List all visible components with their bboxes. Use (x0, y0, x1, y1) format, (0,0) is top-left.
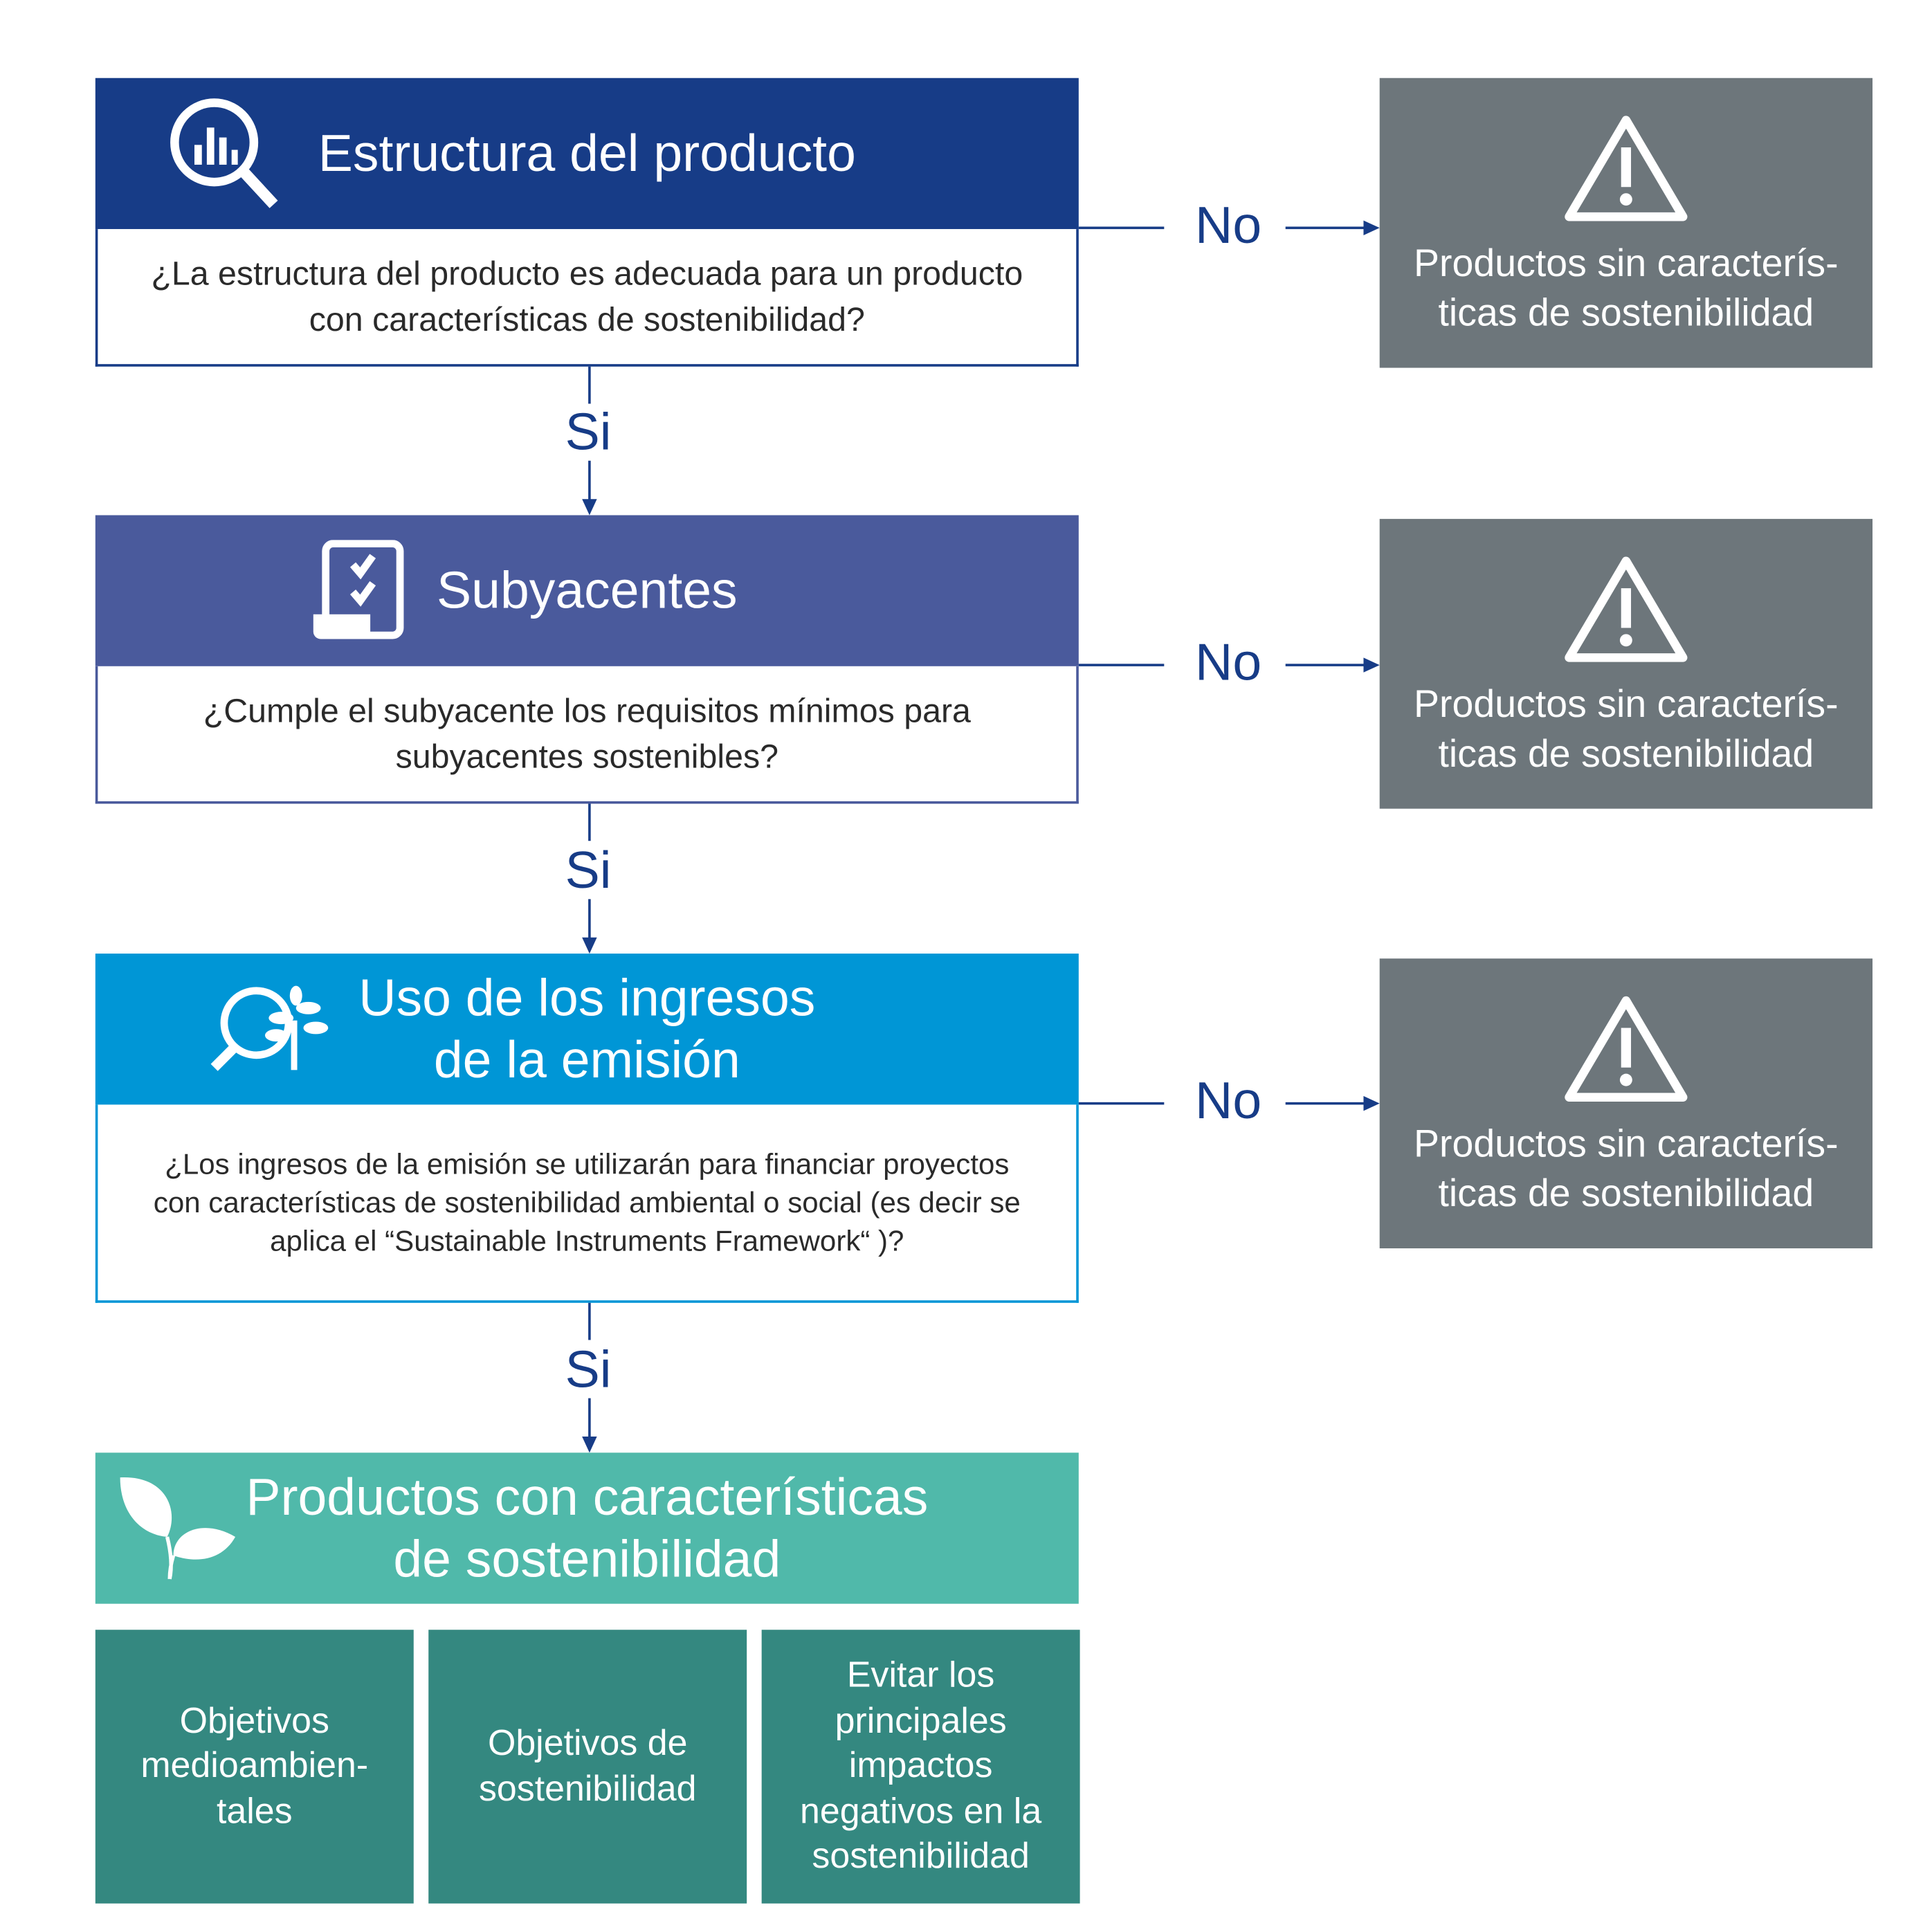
no-connector-2 (1078, 664, 1165, 666)
positive-outcome-title: Productos con características de sosteni… (246, 1467, 929, 1588)
negative-outcome-text: Productos sin caracterís- ticas de soste… (1414, 1122, 1839, 1215)
arrowhead-icon (1363, 1095, 1380, 1111)
arrowhead-icon (582, 937, 597, 954)
negative-outcome-3: Productos sin caracterís- ticas de soste… (1379, 958, 1873, 1249)
negative-outcome-2: Productos sin caracterís- ticas de soste… (1379, 518, 1873, 809)
no-arrow-line-1 (1285, 226, 1365, 229)
category-label: Evitar los principales impactos negativo… (800, 1656, 1042, 1877)
yes-connector-3 (588, 1302, 590, 1340)
step-1-header: Estructura del producto (95, 78, 1079, 230)
warning-icon (1565, 556, 1688, 662)
positive-outcome-header: Productos con características de sosteni… (95, 1452, 1079, 1604)
step-2-question-box: ¿Cumple el subyacente los requisitos mín… (95, 666, 1079, 804)
negative-outcome-1: Productos sin caracterís- ticas de soste… (1379, 78, 1873, 368)
category-sustainability: Objetivos de sostenibilidad (428, 1630, 747, 1904)
yes-arrow-line-3 (588, 1398, 590, 1438)
category-pai: Evitar los principales impactos negativo… (761, 1630, 1080, 1904)
category-environmental: Objetivos medioambien- tales (95, 1630, 414, 1904)
step-2-title: Subyacentes (437, 561, 738, 619)
category-label: Objetivos de sostenibilidad (478, 1724, 697, 1809)
arrowhead-icon (582, 499, 597, 516)
negative-outcome-text: Productos sin caracterís- ticas de soste… (1414, 241, 1839, 335)
yes-arrow-line-1 (588, 460, 590, 501)
step-1-question-box: ¿La estructura del producto es adecuada … (95, 229, 1079, 367)
arrowhead-icon (1363, 657, 1380, 673)
no-arrow-line-3 (1285, 1102, 1365, 1104)
no-label-3: No (1195, 1071, 1262, 1130)
no-arrow-line-2 (1285, 664, 1365, 666)
step-3-title: Uso de los ingresos de la emisión (358, 968, 816, 1089)
arrowhead-icon (1363, 220, 1380, 236)
yes-arrow-line-2 (588, 899, 590, 939)
warning-icon (1565, 116, 1688, 221)
step-3-question: ¿Los ingresos de la emisión se utilizará… (153, 1147, 1021, 1257)
step-2-question: ¿Cumple el subyacente los requisitos mín… (203, 691, 971, 775)
step-3-question-box: ¿Los ingresos de la emisión se utilizará… (95, 1104, 1079, 1303)
arrowhead-icon (582, 1437, 597, 1453)
yes-label-1: Si (565, 402, 612, 461)
checklist-icon (313, 540, 404, 639)
category-label: Objetivos medioambien- tales (140, 1701, 369, 1832)
negative-outcome-text: Productos sin caracterís- ticas de soste… (1414, 682, 1839, 776)
step-1-title: Estructura del producto (318, 123, 856, 183)
no-label-2: No (1195, 632, 1262, 691)
step-2-header: Subyacentes (95, 515, 1079, 666)
sprout-icon (120, 1477, 236, 1580)
yes-label-3: Si (565, 1340, 612, 1398)
step-1-question: ¿La estructura del producto es adecuada … (151, 254, 1023, 338)
no-label-1: No (1195, 195, 1262, 254)
yes-label-2: Si (565, 841, 612, 900)
step-3-header: Uso de los ingresos de la emisión (95, 954, 1079, 1105)
yes-connector-2 (588, 803, 590, 841)
no-connector-1 (1078, 226, 1165, 229)
no-connector-3 (1078, 1102, 1165, 1104)
yes-connector-1 (588, 366, 590, 404)
warning-icon (1565, 996, 1688, 1102)
magnifier-chart-icon (170, 98, 278, 208)
magnifier-tree-icon (210, 985, 329, 1071)
